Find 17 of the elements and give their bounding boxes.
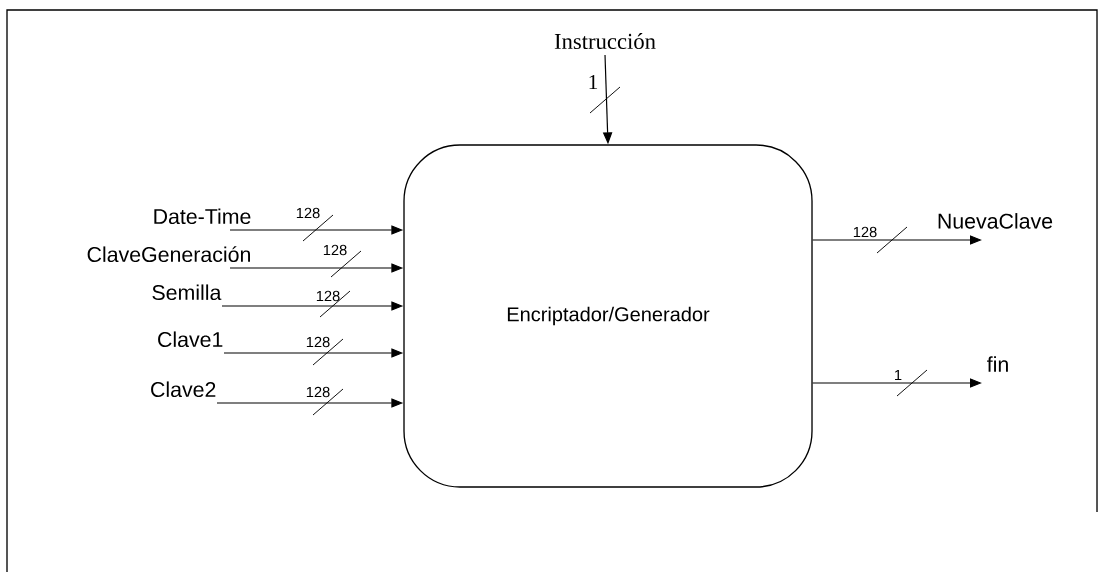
bus-width-label: 1 bbox=[589, 74, 598, 90]
bus-width-label: 128 bbox=[306, 336, 330, 348]
signal-label: Semilla bbox=[152, 284, 222, 301]
bus-width-label: 128 bbox=[853, 226, 877, 238]
bus-width-label: 128 bbox=[323, 244, 347, 256]
signal-label: NuevaClave bbox=[938, 213, 1053, 229]
signal-label: Instrucción bbox=[554, 33, 656, 50]
bus-width-label: 128 bbox=[316, 290, 340, 302]
bus-width-label: 128 bbox=[306, 386, 330, 398]
signal-label: fin bbox=[987, 356, 1008, 372]
signal-label: ClaveGeneración bbox=[87, 246, 250, 263]
signal-label: Clave1 bbox=[158, 331, 223, 348]
process-box: Encriptador/Generador bbox=[403, 144, 813, 488]
signal-label: Clave2 bbox=[151, 381, 216, 398]
signal-label: Date-Time bbox=[154, 208, 251, 225]
bus-width-label: 128 bbox=[296, 207, 320, 219]
bus-width-label: 1 bbox=[895, 369, 902, 381]
